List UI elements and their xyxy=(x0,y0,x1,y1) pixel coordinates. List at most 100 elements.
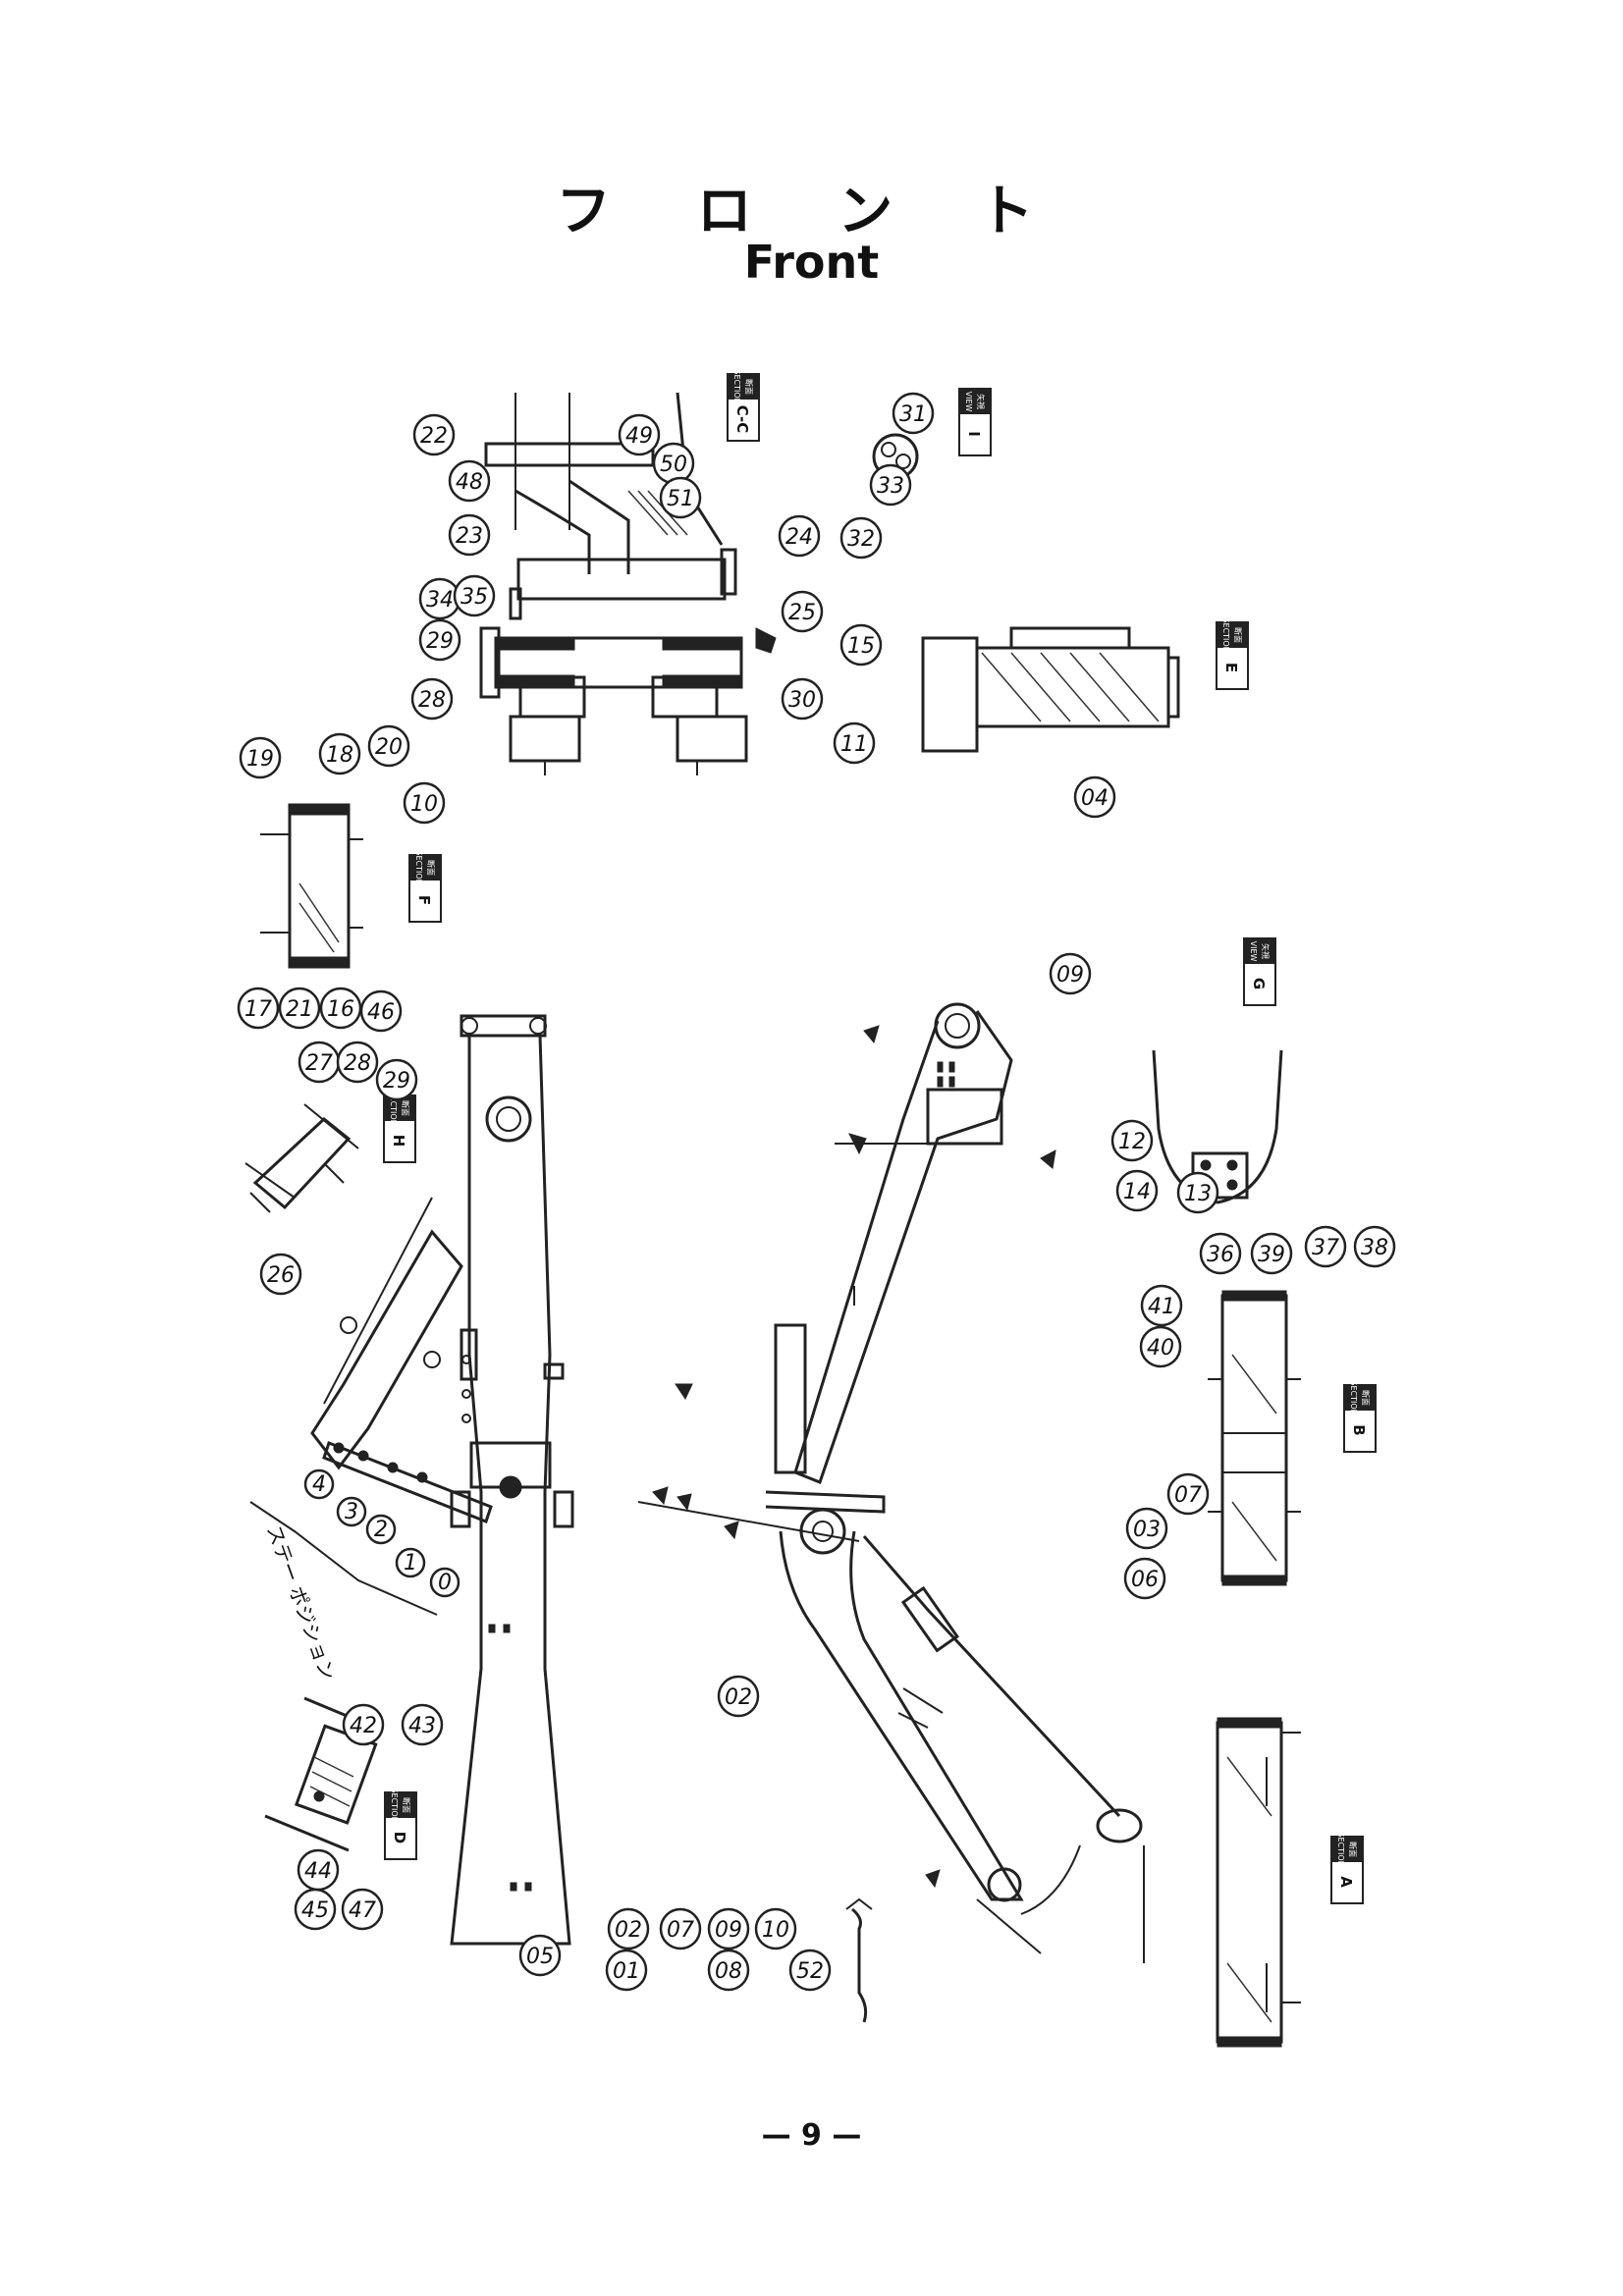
callout-part-25: 25 xyxy=(781,590,824,633)
page-title-english: Front xyxy=(743,236,880,289)
callout-part-52: 52 xyxy=(788,1949,832,1992)
section-letter: G xyxy=(1250,978,1268,989)
callout-number: 46 xyxy=(367,1000,395,1025)
section-letter: I xyxy=(965,431,983,437)
callout-number: 35 xyxy=(460,585,488,610)
callout-number: 15 xyxy=(847,634,875,659)
stay-position-number: 4 xyxy=(312,1472,326,1497)
callout-number: 07 xyxy=(1174,1483,1202,1508)
callout-part-10: 10 xyxy=(403,781,446,825)
callout-number: 03 xyxy=(1133,1518,1161,1542)
stay-position-2: 2 xyxy=(365,1514,397,1545)
callout-part-36: 36 xyxy=(1199,1232,1242,1275)
callout-part-29: 29 xyxy=(418,618,461,662)
callout-number: 42 xyxy=(350,1714,377,1738)
callout-number: 06 xyxy=(1131,1568,1159,1592)
callout-number: 11 xyxy=(840,732,868,757)
callout-part-16: 16 xyxy=(319,987,362,1030)
stay-position-number: 1 xyxy=(404,1551,417,1575)
callout-part-05: 05 xyxy=(518,1934,562,1977)
section-kanji: 矢視 xyxy=(976,394,986,409)
callout-number: 29 xyxy=(426,629,454,654)
callout-number: 02 xyxy=(615,1918,642,1943)
callout-part-27: 27 xyxy=(298,1041,341,1084)
callout-part-13: 13 xyxy=(1176,1171,1219,1214)
callout-part-50: 50 xyxy=(652,442,695,485)
stay-position-4: 4 xyxy=(303,1468,335,1500)
stay-drawing xyxy=(249,1197,493,1616)
callout-number: 37 xyxy=(1312,1236,1339,1260)
callout-number: 17 xyxy=(244,997,272,1022)
section-letter: C-C xyxy=(733,405,751,434)
callout-part-48: 48 xyxy=(448,459,491,503)
callout-number: 14 xyxy=(1123,1180,1151,1204)
section-cc-drawing xyxy=(479,392,777,775)
callout-number: 27 xyxy=(305,1051,333,1076)
callout-number: 33 xyxy=(877,474,904,499)
callout-part-37: 37 xyxy=(1304,1225,1347,1268)
callout-part-11: 11 xyxy=(833,721,876,765)
callout-number: 05 xyxy=(526,1945,554,1969)
callout-number: 45 xyxy=(301,1898,329,1923)
callout-number: 25 xyxy=(788,601,816,625)
section-kind: SECTION xyxy=(389,1091,398,1125)
callout-number: 36 xyxy=(1207,1243,1234,1267)
callout-number: 02 xyxy=(725,1685,752,1710)
callout-number: 24 xyxy=(785,525,813,550)
callout-number: 12 xyxy=(1118,1130,1146,1154)
callout-part-17: 17 xyxy=(237,987,280,1030)
callout-number: 18 xyxy=(326,743,353,768)
stay-position-number: 3 xyxy=(345,1500,358,1524)
section-kind: SECTION xyxy=(732,369,741,403)
callout-part-45: 45 xyxy=(294,1888,337,1931)
callout-part-33: 33 xyxy=(869,463,912,507)
callout-number: 39 xyxy=(1258,1243,1285,1267)
section-kanji: 断面 xyxy=(402,1797,411,1813)
arm-assembly-drawing xyxy=(637,1002,1143,1954)
callout-number: 43 xyxy=(408,1714,436,1738)
callout-number: 49 xyxy=(625,424,653,449)
section-letter: B xyxy=(1350,1424,1368,1435)
callout-part-40: 40 xyxy=(1139,1325,1182,1368)
callout-number: 07 xyxy=(667,1918,694,1943)
section-letter: A xyxy=(1337,1876,1355,1888)
callout-part-31: 31 xyxy=(892,392,935,435)
callout-number: 09 xyxy=(715,1918,742,1943)
callout-part-23: 23 xyxy=(448,513,491,557)
callout-number: 38 xyxy=(1361,1236,1388,1260)
section-kanji: 断面 xyxy=(1233,627,1243,643)
callout-number: 29 xyxy=(383,1069,410,1094)
section-letter: D xyxy=(391,1832,408,1843)
stay-position-3: 3 xyxy=(336,1496,367,1527)
callout-part-03: 03 xyxy=(1125,1507,1168,1550)
callout-part-46: 46 xyxy=(359,989,403,1033)
callout-part-49: 49 xyxy=(618,413,661,456)
callout-part-07: 07 xyxy=(659,1907,702,1950)
section-f-drawing xyxy=(260,803,363,969)
callout-number: 52 xyxy=(796,1959,824,1984)
callout-part-12: 12 xyxy=(1110,1119,1154,1162)
section-letter: E xyxy=(1222,663,1240,672)
callout-part-09: 09 xyxy=(1049,952,1092,995)
section-kind: SECTION xyxy=(414,850,423,884)
callout-part-29: 29 xyxy=(375,1058,418,1101)
callout-part-02: 02 xyxy=(607,1907,650,1950)
callout-part-21: 21 xyxy=(278,987,321,1030)
callout-number: 22 xyxy=(420,424,448,449)
callout-part-47: 47 xyxy=(341,1888,384,1931)
section-kanji: 断面 xyxy=(1348,1842,1358,1857)
callout-number: 48 xyxy=(456,470,483,495)
callout-part-26: 26 xyxy=(259,1253,302,1296)
callout-number: 44 xyxy=(304,1859,332,1884)
callout-part-09: 09 xyxy=(707,1907,750,1950)
callout-part-24: 24 xyxy=(778,514,821,558)
callout-part-02: 02 xyxy=(717,1675,760,1718)
